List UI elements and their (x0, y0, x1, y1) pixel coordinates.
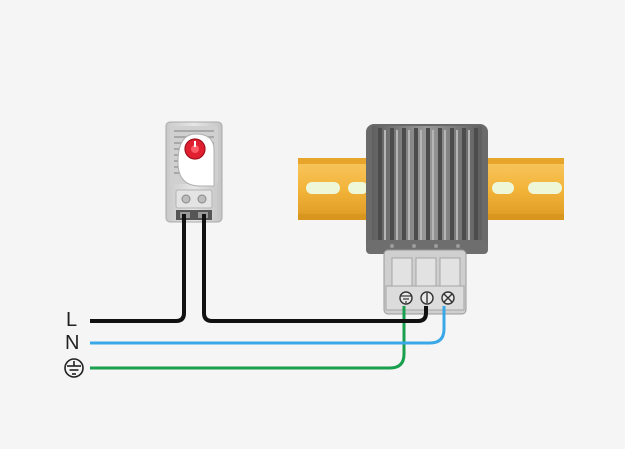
live-label: L (66, 309, 78, 331)
thermostat (165, 121, 223, 223)
live-wire (90, 214, 428, 323)
earth-wire (90, 306, 406, 370)
terminal-live-icon (420, 291, 434, 305)
earth-ground-icon (64, 358, 84, 378)
terminal-earth-icon (399, 291, 413, 305)
terminal-neutral-icon (441, 291, 455, 305)
neutral-label: N (65, 332, 80, 354)
thermostat-dial-icon[interactable] (184, 138, 206, 160)
neutral-wire (90, 306, 446, 345)
heater (366, 124, 488, 254)
heater-terminal-block (383, 249, 467, 315)
